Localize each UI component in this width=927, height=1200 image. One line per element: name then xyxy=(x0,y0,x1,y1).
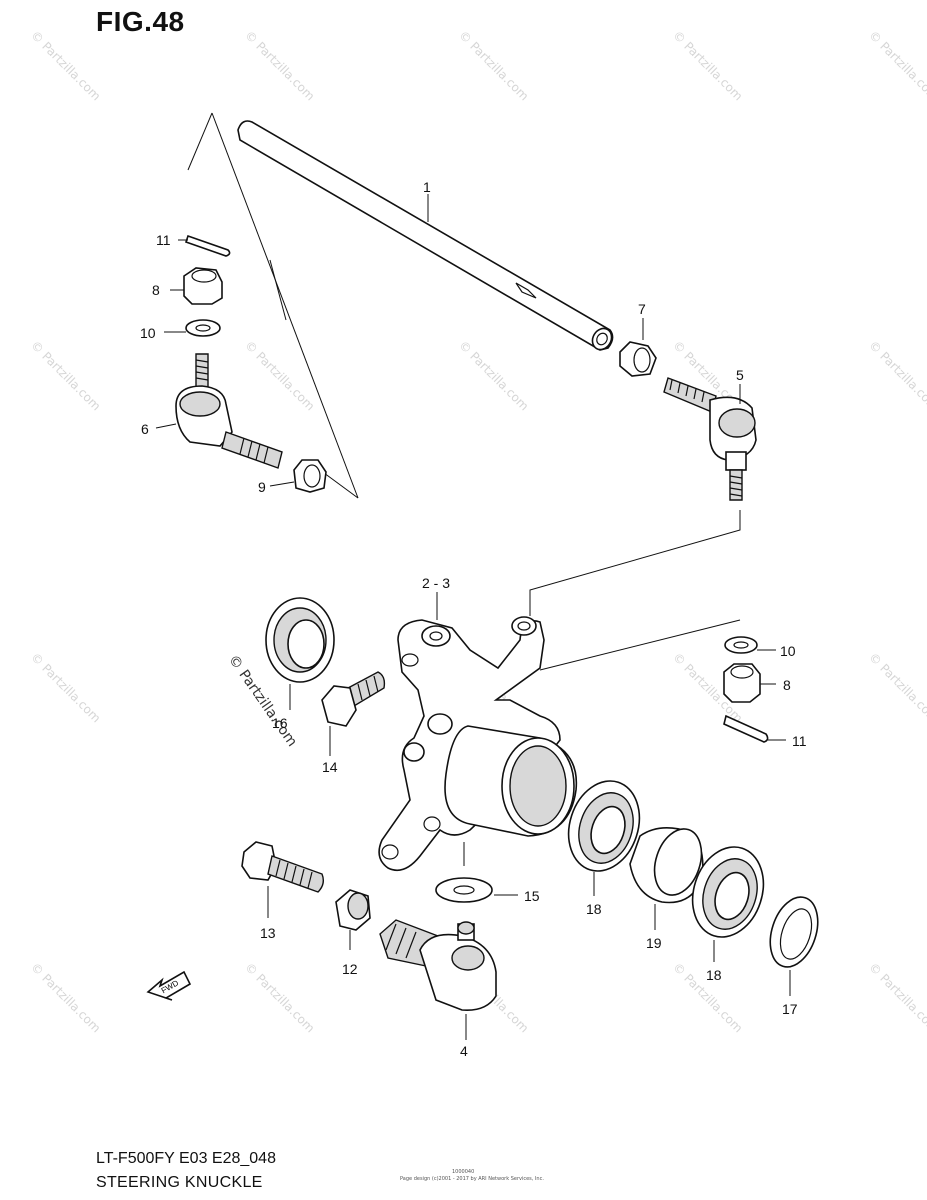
label-part-15: 15 xyxy=(524,888,540,904)
label-part-11-left: 11 xyxy=(156,232,171,248)
label-part-1: 1 xyxy=(423,179,431,195)
fine-print: Page design (c)2001 - 2017 by ARI Networ… xyxy=(400,1176,544,1182)
bracket-line xyxy=(269,259,287,321)
washer-right[interactable] xyxy=(724,636,776,654)
label-part-9: 9 xyxy=(258,479,266,495)
leader-6 xyxy=(155,423,177,429)
label-part-19: 19 xyxy=(646,935,662,951)
figure-title: FIG.48 xyxy=(96,6,185,37)
fwd-arrow-icon: FWD xyxy=(146,970,192,1001)
bracket-line xyxy=(187,112,213,171)
spacer-19[interactable] xyxy=(629,823,709,930)
label-part-13: 13 xyxy=(260,925,276,941)
spacer[interactable] xyxy=(335,889,371,950)
leader-9 xyxy=(269,481,295,487)
cotter-pin-right[interactable] xyxy=(723,714,786,743)
castle-nut-right[interactable] xyxy=(723,663,776,703)
fine-print-id: 1000040 xyxy=(452,1169,475,1175)
label-part-2-3: 2 - 3 xyxy=(422,575,450,591)
label-part-7: 7 xyxy=(638,301,646,317)
label-part-6: 6 xyxy=(141,421,149,437)
label-part-16: 16 xyxy=(272,715,288,731)
oil-seal-16[interactable] xyxy=(265,597,335,710)
bearing-outer[interactable] xyxy=(681,838,774,962)
tie-rod[interactable] xyxy=(237,120,615,353)
nut-7[interactable] xyxy=(619,318,657,377)
figure-caption: STEERING KNUCKLE xyxy=(96,1174,263,1191)
bearing-inner[interactable] xyxy=(557,772,650,896)
label-part-14: 14 xyxy=(322,759,338,775)
label-part-11-right: 11 xyxy=(792,733,807,749)
label-part-8-left: 8 xyxy=(152,282,160,298)
label-part-18-outer: 18 xyxy=(706,967,722,983)
tie-rod-end-left[interactable] xyxy=(155,353,283,469)
oil-seal-17[interactable] xyxy=(762,891,826,996)
bolt-13[interactable] xyxy=(241,841,325,918)
ball-joint[interactable] xyxy=(379,919,497,1040)
label-part-12: 12 xyxy=(342,961,358,977)
label-part-17: 17 xyxy=(782,1001,798,1017)
label-part-10-left: 10 xyxy=(140,325,156,341)
label-part-8-right: 8 xyxy=(783,677,791,693)
part-labels: 1 2 - 3 4 5 6 7 8 8 9 10 10 11 11 12 13 … xyxy=(140,179,807,1059)
castle-nut-left[interactable] xyxy=(170,267,223,305)
tie-rod-end-right[interactable] xyxy=(663,377,757,501)
model-code: LT-F500FY E03 E28_048 xyxy=(96,1150,276,1167)
connection-line xyxy=(529,510,741,616)
bracket-line xyxy=(211,112,359,499)
label-part-18-inner: 18 xyxy=(586,901,602,917)
cotter-pin-left[interactable] xyxy=(178,234,231,257)
label-part-4: 4 xyxy=(460,1043,468,1059)
label-part-10-right: 10 xyxy=(780,643,796,659)
bolt-14[interactable] xyxy=(321,671,386,756)
nut-9[interactable] xyxy=(269,459,327,493)
label-part-5: 5 xyxy=(736,367,744,383)
connection-line xyxy=(539,619,741,671)
steering-knuckle[interactable] xyxy=(378,592,578,872)
washer-15[interactable] xyxy=(435,877,518,903)
washer-left[interactable] xyxy=(164,319,221,337)
